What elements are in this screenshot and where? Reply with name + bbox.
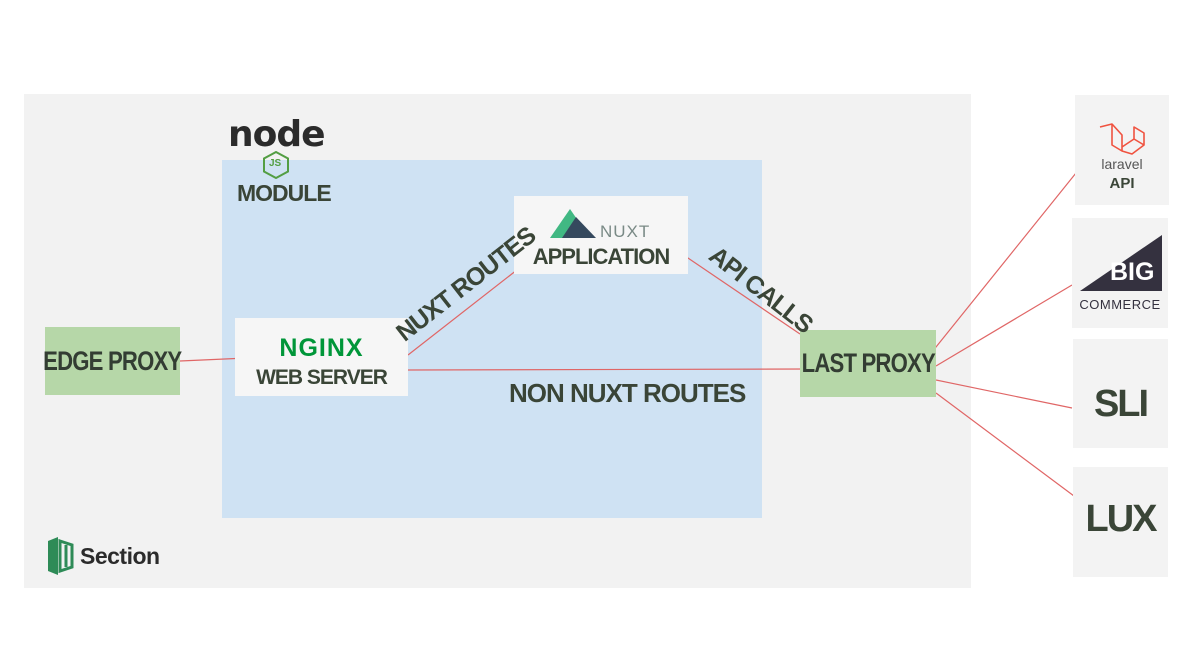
sli-label: SLI (1093, 383, 1149, 425)
bigcommerce-logo-text: BIG (1110, 258, 1155, 286)
last-proxy-box: LAST PROXY (800, 330, 936, 397)
lux-label: LUX (1085, 498, 1158, 540)
laravel-icon (1099, 123, 1145, 155)
nginx-label: WEB SERVER (256, 366, 388, 389)
module-label: MODULE (237, 180, 332, 206)
nodejs-logo-text: node (228, 114, 326, 155)
edge-proxy-label: EDGE PROXY (43, 345, 182, 376)
nodejs-logo: node JS (226, 114, 326, 180)
bigcommerce-label: COMMERCE (1079, 297, 1161, 312)
section-brand: Section (46, 537, 186, 577)
sli-card: SLI (1073, 339, 1168, 448)
edge-proxy-box: EDGE PROXY (43, 327, 182, 395)
nuxt-mountain-icon (550, 209, 596, 238)
laravel-card: laravel API (1075, 95, 1169, 205)
lastproxy-to-sli-line (935, 379, 1073, 409)
nodejs-badge-text: JS (269, 158, 282, 169)
nginx-box: NGINX WEB SERVER (235, 318, 408, 396)
lastproxy-to-laravel-line (931, 172, 1077, 353)
nodejs-hexagon-icon (263, 151, 289, 179)
lastproxy-to-bigcommerce-line (935, 284, 1073, 367)
non-nuxt-routes-label: NON NUXT ROUTES (509, 378, 746, 408)
nuxt-logo-text: NUXT (600, 222, 651, 241)
bigcommerce-triangle-icon (1080, 235, 1162, 291)
nuxt-label: APPLICATION (532, 244, 670, 269)
nuxt-box: NUXT APPLICATION (514, 196, 688, 274)
lux-card: LUX (1073, 467, 1168, 577)
lastproxy-to-lux-line (935, 392, 1079, 500)
nuxt-to-lastproxy-line (684, 255, 801, 335)
bigcommerce-card: BIG COMMERCE (1072, 218, 1168, 328)
nginx-to-lastproxy-line (407, 368, 809, 371)
section-logo-icon (48, 537, 74, 575)
last-proxy-label: LAST PROXY (801, 348, 935, 378)
laravel-api-label: API (1109, 175, 1135, 192)
laravel-logo-text: laravel (1101, 156, 1143, 172)
nginx-logo-text: NGINX (279, 334, 364, 362)
section-brand-name: Section (80, 543, 160, 569)
nginx-to-nuxt-line (407, 265, 523, 356)
